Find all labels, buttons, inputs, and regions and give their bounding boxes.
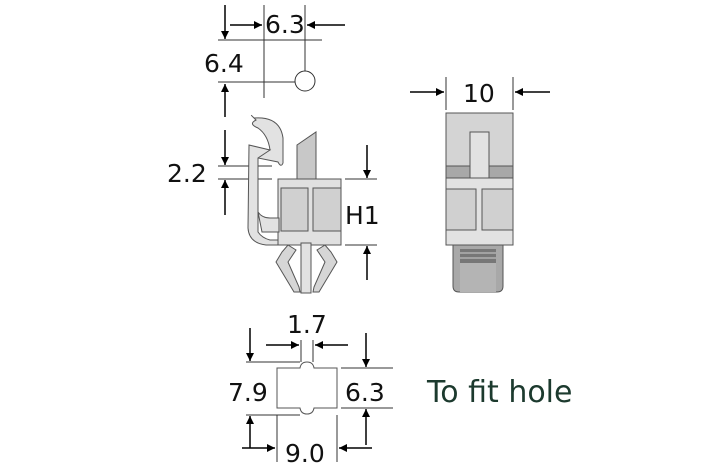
to-fit-hole-note: To fit hole	[426, 375, 572, 410]
dim-9-0: 9.0	[242, 415, 372, 468]
hole-circle	[294, 70, 316, 92]
dim-6-3-top: 6.3	[230, 5, 345, 98]
dim-label: 1.7	[287, 310, 327, 339]
dim-label: 9.0	[285, 439, 325, 468]
dim-h1: H1	[345, 145, 380, 280]
dim-label: 6.4	[204, 49, 244, 78]
dim-7-9: 7.9	[228, 328, 300, 448]
dim-label: 2.2	[167, 159, 207, 188]
dim-6-3-hole: 6.3	[341, 333, 393, 445]
dim-label: 7.9	[228, 378, 268, 407]
dim-6-4: 6.4	[204, 5, 322, 117]
clip-front-view	[445, 112, 514, 293]
dim-2-2: 2.2	[167, 130, 272, 215]
dim-label: 6.3	[265, 10, 305, 39]
clip-side-view	[247, 114, 342, 294]
dim-label: 6.3	[345, 378, 385, 407]
hole-profile	[276, 361, 338, 415]
dim-1-7: 1.7	[266, 310, 348, 362]
dim-label: 10	[463, 79, 495, 108]
dim-label: H1	[345, 201, 380, 230]
dim-10: 10	[410, 77, 550, 110]
